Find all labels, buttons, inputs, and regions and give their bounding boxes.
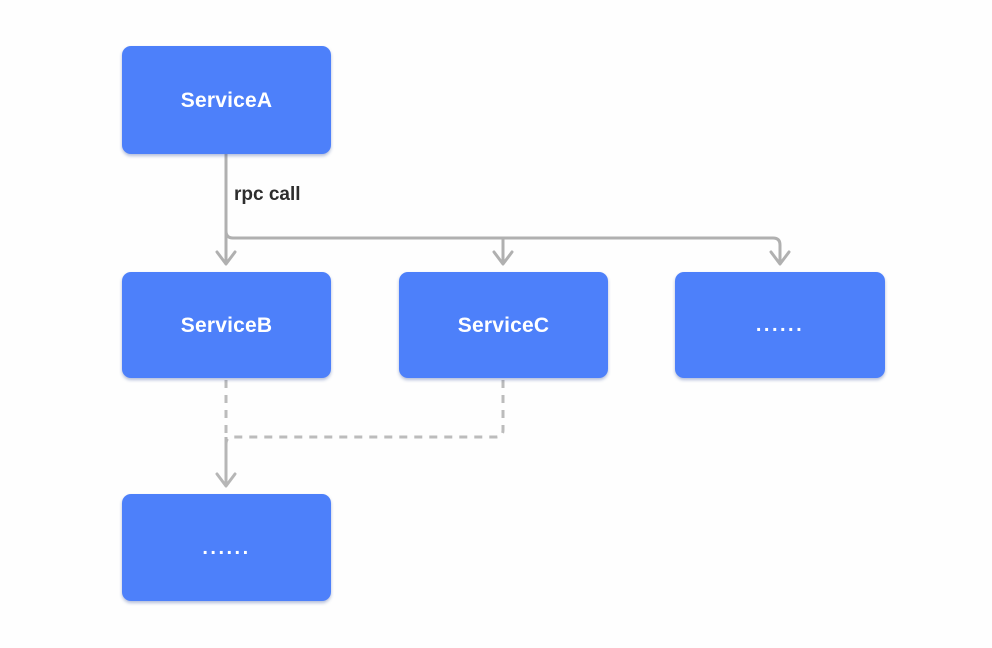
node-serviceB[interactable]: ServiceB xyxy=(122,272,331,378)
arrowhead-into-more-bottom xyxy=(215,472,237,488)
node-serviceA-label: ServiceA xyxy=(180,88,273,112)
node-more-services-bottom-label: ...... xyxy=(202,536,251,559)
arrowhead-into-serviceC xyxy=(492,250,514,266)
node-serviceC[interactable]: ServiceC xyxy=(399,272,608,378)
node-more-services-bottom[interactable]: ...... xyxy=(122,494,331,601)
arrowhead-into-serviceB xyxy=(215,250,237,266)
node-serviceB-label: ServiceB xyxy=(180,313,273,337)
node-serviceA[interactable]: ServiceA xyxy=(122,46,331,154)
arrowhead-into-more-top xyxy=(769,250,791,266)
node-more-services-top-label: ...... xyxy=(755,314,805,336)
node-more-services-top[interactable]: ...... xyxy=(675,272,885,378)
edge-serviceA-bus xyxy=(224,230,782,262)
edge-label-rpc-call: rpc call xyxy=(234,184,301,205)
node-serviceC-label: ServiceC xyxy=(457,313,550,337)
edge-serviceC-dashed xyxy=(224,380,505,445)
